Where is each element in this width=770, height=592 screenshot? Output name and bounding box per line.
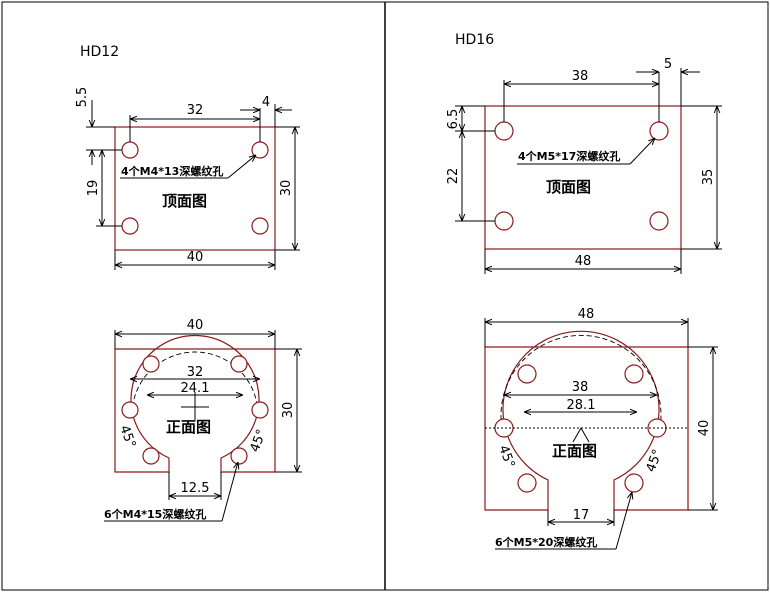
hd16-top-dim-edge-offset: 5 xyxy=(664,57,672,72)
hd12-title: HD12 xyxy=(80,44,119,60)
hd12-front-view-label: 正面图 xyxy=(166,418,211,436)
hd12-top-dim-height: 30 xyxy=(279,180,294,197)
hd12-front-view: 40 32 24.1 30 12.5 45° 45° 6个M4*15深螺纹孔 正… xyxy=(104,318,302,522)
hd12-front-dim-bore: 24.1 xyxy=(181,381,210,396)
hd12-top-hole xyxy=(121,141,139,159)
hd12-top-hole xyxy=(251,217,269,235)
hd16-top-dim-vertical-spacing: 22 xyxy=(446,168,461,185)
hd16-front-angle-left: 45° xyxy=(495,443,517,470)
hd12-front-pcd xyxy=(131,351,259,416)
hd16-title: HD16 xyxy=(455,32,494,48)
hd12-front-dim-height: 30 xyxy=(281,402,296,419)
hd16-front-dim-pcd: 38 xyxy=(572,380,589,395)
hd12-top-dim-hole-spacing: 32 xyxy=(187,103,204,118)
hd16-top-dim-top-offset: 6.5 xyxy=(446,109,461,130)
hd12-front-angle-right: 45° xyxy=(248,427,270,454)
hd12-top-view: 32 4 5.5 19 30 40 4个M4*13深螺纹孔 顶面图 xyxy=(75,87,300,270)
hd12-top-dim-edge-offset: 4 xyxy=(262,95,270,110)
hd12-front-dim-pcd: 32 xyxy=(187,365,204,380)
hd16-front-body xyxy=(484,330,689,511)
hd12-top-dim-width: 40 xyxy=(187,250,204,265)
hd16-top-hole-note: 4个M5*17深螺纹孔 xyxy=(518,149,620,163)
hd12-top-hole xyxy=(251,141,269,159)
hd16-front-angle-right: 45° xyxy=(644,447,666,474)
hd16-top-view: 38 5 6.5 22 35 48 4个M5*17深螺纹孔 顶面图 xyxy=(446,57,722,274)
hd16-top-dim-width: 48 xyxy=(575,254,592,269)
hd12-top-hole-note: 4个M4*13深螺纹孔 xyxy=(121,164,223,178)
hd16-top-view-label: 顶面图 xyxy=(546,178,591,196)
hd16-front-dim-height: 40 xyxy=(697,420,712,437)
hd12-top-body xyxy=(114,126,276,251)
hd12-top-dim-top-offset: 5.5 xyxy=(75,87,90,108)
hd12-front-angle-left: 45° xyxy=(116,423,138,450)
hd16-front-hole-note: 6个M5*20深螺纹孔 xyxy=(495,535,597,549)
hd12-top-dim-vertical-spacing: 19 xyxy=(86,180,101,197)
hd12-front-dim-slot: 12.5 xyxy=(181,481,210,496)
hd16-front-view: 48 38 28.1 40 17 45° 45° 6个M5*20深螺纹孔 正面图 xyxy=(484,307,718,550)
hd16-top-body xyxy=(484,105,682,250)
hd16-front-dim-slot: 17 xyxy=(573,508,590,523)
hd16-front-dim-width: 48 xyxy=(578,307,595,322)
hd12-top-hole xyxy=(121,217,139,235)
hd12-front-dim-width: 40 xyxy=(187,318,204,333)
hd16-top-dim-hole-spacing: 38 xyxy=(572,69,589,84)
hd12-top-view-label: 顶面图 xyxy=(162,192,207,210)
hd16-front-view-label: 正面图 xyxy=(552,442,597,460)
hd16-front-pcd xyxy=(500,334,662,429)
hd16-front-dim-bore: 28.1 xyxy=(567,398,596,413)
hd12-front-hole-note: 6个M4*15深螺纹孔 xyxy=(104,507,206,521)
hd16-top-dim-height: 35 xyxy=(701,169,716,186)
